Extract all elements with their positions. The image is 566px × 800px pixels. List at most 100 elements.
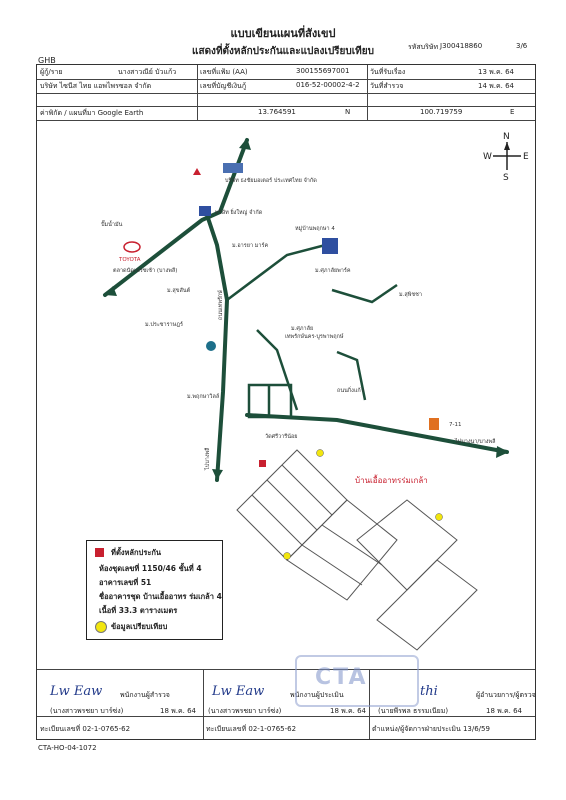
id-label: เลขที่แฟ้ม (AA): [200, 68, 248, 76]
project-blocks: [236, 449, 478, 651]
document-code: CTA-HO-04-1072: [38, 744, 97, 752]
date-label: วันที่รับเรื่อง: [370, 68, 406, 76]
page-number: 3/6: [516, 42, 528, 50]
owner-value: นางสาวณีย์ บัวแก้ว: [118, 68, 177, 76]
label-market: ตลาดนัดเฟรชเช้า (บางพลี): [113, 267, 177, 274]
signature-1: Lw Eaw: [50, 684, 103, 699]
owner-label: ผู้กู้/ราย: [40, 68, 63, 76]
label-road-side: ถนนเทพรักษ์: [217, 290, 224, 320]
name-1: (นางสาวพรชยา บาร์ซ่ง): [50, 707, 124, 715]
arrow-s: [212, 469, 223, 480]
date-value: 13 พ.ค. 64: [478, 68, 515, 76]
label-gas: ปั๊มน้ำมัน: [101, 220, 123, 228]
survey-value: 14 พ.ค. 64: [478, 82, 515, 90]
stamp-text: CTA: [315, 665, 368, 690]
signature-3: thi: [420, 684, 438, 699]
longitude: 100.719759: [420, 108, 463, 116]
compass-s: S: [503, 173, 509, 183]
footer-divider: [203, 669, 204, 739]
ptt-icon: [206, 341, 216, 351]
date-3: 18 พ.ค. 64: [486, 707, 523, 715]
reg-2: ทะเบียนเลขที่ 02-1-0765-62: [206, 725, 297, 733]
legend-compare: ข้อมูลเปรียบเทียบ: [111, 622, 168, 631]
reg-3: ตำแหน่ง/ผู้จัดการฝ่ายประเมิน 13/6/59: [372, 725, 490, 733]
company-stamp: CTA: [295, 655, 419, 707]
label-store: 7-11: [449, 422, 461, 428]
toyota-icon: [123, 241, 141, 253]
latitude: 13.764591: [258, 108, 296, 116]
divider: [197, 65, 198, 120]
arrow-n: [239, 138, 251, 150]
metro-icon: [322, 238, 338, 254]
legend-compare-swatch: [95, 621, 107, 633]
main-roads: [103, 138, 509, 482]
reg-1: ทะเบียนเลขที่ 02-1-0765-62: [40, 725, 131, 733]
label-housing: หมู่บ้านพฤกษา 4: [295, 225, 335, 232]
coord-label: ค่าพิกัด / แผนที่มา Google Earth: [40, 109, 144, 117]
divider: [367, 65, 368, 120]
role-3: ผู้อำนวยการ/ผู้ตรวจ: [476, 691, 536, 699]
legend-line1: ห้องชุดเลขที่ 1150/46 ชั้นที่ 4: [99, 564, 202, 573]
bank-code: GHB: [38, 56, 56, 65]
ref-label: รหัสบริษัท: [408, 43, 439, 51]
ref-value: J300418860: [440, 42, 483, 50]
latitude-dir: N: [345, 108, 351, 116]
legend-subject: ที่ตั้งหลักประกัน: [111, 548, 162, 557]
info-row-2: [37, 79, 535, 94]
label-mitsu: บริษัท ธงชัยมอเตอร์ ประเทศไทย จำกัด: [225, 177, 317, 184]
label-wat: วัดศรีวารีน้อย: [265, 433, 298, 440]
label-moo-g: ม.พฤกษาวิลล์: [187, 393, 219, 400]
store-icon: [429, 418, 439, 430]
compass-w: W: [483, 152, 492, 162]
document-subtitle: แสดงที่ตั้งหลักประกันและแปลงเปรียบเทียบ: [192, 46, 374, 57]
longitude-dir: E: [510, 108, 515, 116]
label-road-major: ถนนกิ่งแก้ว: [337, 386, 364, 394]
label-moo-c: ม.ศุภาลัยพาร์ค: [315, 267, 351, 274]
name-2: (นางสาวพรชยา บาร์ซ่ง): [208, 707, 282, 715]
project-label: บ้านเอื้ออาทรร่มเกล้า: [355, 474, 428, 485]
signature-2: Lw Eaw: [212, 684, 265, 699]
legend-line3: ชื่ออาคารชุด บ้านเอื้ออาทร ร่มเกล้า 4: [99, 592, 222, 601]
label-moo-f2: เทพรักษ์นคร-บูรพาพฤกษ์: [285, 333, 344, 340]
role-1: พนักงานผู้สำรวจ: [120, 691, 170, 699]
document-title: แบบเขียนแผนที่สังเขป: [230, 27, 336, 40]
company-name: บริษัท ไซนีส ไทย แอพไพรซอล จำกัด: [40, 82, 152, 90]
legend-subject-swatch: [95, 548, 104, 557]
label-school: บริษัท ยิ่งใหญ่ จำกัด: [215, 208, 263, 216]
comparison-markers: [283, 449, 443, 560]
secondary-roads: [226, 240, 398, 419]
survey-label: วันที่สำรวจ: [370, 82, 404, 90]
compass-icon: N S E W: [483, 132, 529, 183]
legend-line2: อาคารเลขที่ 51: [99, 578, 152, 587]
label-road-down: ไปบางพลี: [204, 447, 211, 471]
arrow-e: [496, 446, 509, 458]
footer-mid-line: [37, 715, 535, 717]
date-2: 18 พ.ค. 64: [330, 707, 367, 715]
label-moo-d: ม.สุพิชชา: [399, 291, 422, 298]
footer-divider: [369, 669, 370, 739]
document-frame: [36, 64, 536, 740]
factory-icon: [223, 163, 243, 173]
location-map: N S E W บริษัท ธงชัยมอเตอร์ ประเทศไทย จำ…: [101, 132, 529, 651]
info-row-3: [37, 93, 535, 107]
role-2: พนักงานผู้ประเมิน: [290, 691, 344, 699]
mitsubishi-icon: [193, 168, 201, 175]
id-value: 300155697001: [296, 67, 350, 75]
label-moo-b: ม.สุขสันต์: [167, 287, 191, 294]
label-moo-f: ม.ศุภาลัย: [291, 325, 313, 332]
name-3: (นายพีรพล ธรรมเนียม): [378, 707, 449, 715]
arrow-sw: [105, 286, 117, 296]
coord-row: [37, 106, 535, 121]
compass-e: E: [523, 152, 529, 162]
subject-marker: [259, 460, 266, 467]
info-row-1: [37, 65, 535, 80]
school-icon: [199, 206, 211, 216]
legend-line4: เนื้อที่ 33.3 ตารางเมตร: [99, 606, 178, 615]
date-1: 18 พ.ค. 64: [160, 707, 197, 715]
label-toyota: TOYOTA: [118, 257, 141, 263]
label-moo-e: ม.ประชาราษฎร์: [145, 321, 183, 328]
footer-top-line: [37, 668, 535, 670]
account-label: เลขที่บัญชีเงินกู้: [200, 82, 247, 90]
label-moo-a: ม.อารยา มาร์ค: [232, 242, 268, 249]
label-road-right: ไปบางนา/บางพลี: [454, 438, 496, 445]
